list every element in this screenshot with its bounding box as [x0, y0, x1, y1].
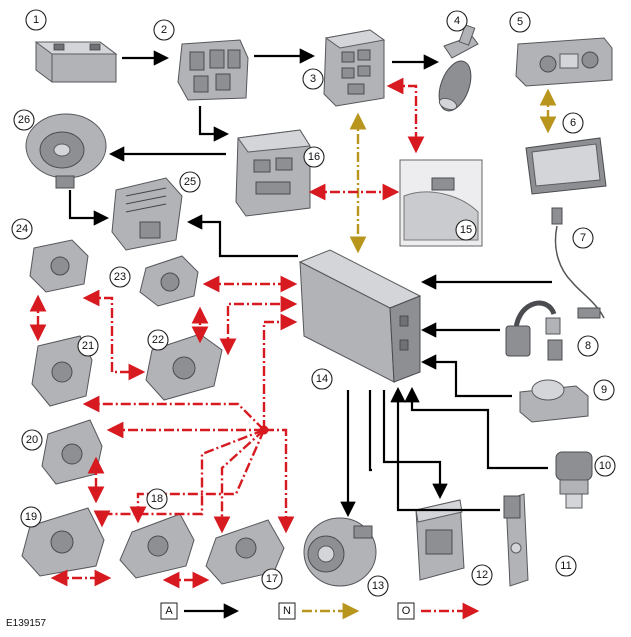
- callout-4: 4: [446, 10, 468, 32]
- callout-20: 20: [21, 429, 43, 451]
- sensor: [503, 493, 529, 587]
- callout-6: 6: [562, 112, 584, 134]
- actuator-motor: [31, 335, 93, 407]
- callout-3: 3: [302, 68, 324, 90]
- blower-control-module: [111, 177, 183, 251]
- svg-text:15: 15: [460, 224, 472, 236]
- blower-motor: [25, 113, 107, 189]
- callout-21: 21: [77, 335, 99, 357]
- callout-1: 1: [25, 9, 47, 31]
- callout-26: 26: [13, 109, 35, 131]
- svg-text:18: 18: [151, 493, 163, 505]
- pressure-sensor: [555, 451, 593, 509]
- svg-text:1: 1: [33, 14, 39, 26]
- callout-8: 8: [577, 335, 599, 357]
- climate-control-panel: [515, 37, 613, 87]
- callout-19: 19: [20, 506, 42, 528]
- control-module: [235, 129, 311, 217]
- actuator-motor: [29, 239, 89, 293]
- legend-key-n: N: [278, 602, 296, 620]
- can-bus-links: [349, 88, 557, 254]
- svg-text:24: 24: [16, 223, 28, 235]
- svg-text:9: 9: [601, 384, 607, 396]
- svg-text:A: A: [165, 605, 173, 617]
- lin-bus-links: [29, 77, 425, 589]
- svg-text:O: O: [402, 605, 411, 617]
- svg-text:26: 26: [18, 114, 30, 126]
- actuator-motor: [41, 419, 103, 485]
- callout-16: 16: [303, 146, 325, 168]
- callout-7: 7: [572, 227, 594, 249]
- central-junction-box: [323, 29, 386, 107]
- callout-2: 2: [153, 19, 175, 41]
- actuator-motor: [139, 255, 199, 307]
- auxiliary-coolant-pump: [438, 24, 479, 112]
- legend-key-a: A: [160, 602, 178, 620]
- actuator-motor: [119, 513, 195, 579]
- svg-text:2: 2: [161, 24, 167, 36]
- svg-text:13: 13: [372, 580, 384, 592]
- svg-text:14: 14: [316, 373, 328, 385]
- svg-text:3: 3: [310, 73, 316, 85]
- svg-text:12: 12: [476, 569, 488, 581]
- sensor: [505, 300, 563, 361]
- callout-22: 22: [147, 329, 169, 351]
- legend-key-o: O: [397, 602, 415, 620]
- callout-9: 9: [593, 379, 615, 401]
- junction-node: [259, 425, 269, 435]
- svg-text:11: 11: [560, 560, 571, 572]
- svg-text:17: 17: [266, 573, 278, 585]
- callout-23: 23: [109, 266, 131, 288]
- temperature-sensor: [551, 207, 605, 319]
- svg-text:25: 25: [184, 176, 196, 188]
- battery: [34, 41, 118, 83]
- svg-text:21: 21: [82, 340, 94, 352]
- actuator: [415, 499, 465, 581]
- callout-17: 17: [261, 568, 283, 590]
- svg-text:22: 22: [152, 334, 164, 346]
- figure-id: E139157: [6, 618, 46, 629]
- svg-text:7: 7: [580, 232, 586, 244]
- callout-15: 15: [455, 219, 477, 241]
- svg-text:16: 16: [308, 151, 320, 163]
- svg-text:20: 20: [26, 434, 38, 446]
- callout-11: 11: [555, 555, 577, 577]
- svg-text:8: 8: [585, 340, 591, 352]
- callout-18: 18: [146, 488, 168, 510]
- fuse-box: [177, 39, 249, 101]
- svg-text:N: N: [283, 605, 291, 617]
- sensor-module: [519, 379, 589, 423]
- hardwired-links: [68, 48, 552, 518]
- callout-12: 12: [471, 564, 493, 586]
- callout-14: 14: [311, 368, 333, 390]
- callout-5: 5: [509, 11, 531, 33]
- display-unit: [525, 137, 607, 195]
- callout-13: 13: [367, 575, 389, 597]
- legend: A N O: [160, 602, 480, 620]
- callout-25: 25: [179, 171, 201, 193]
- callout-10: 10: [594, 455, 616, 477]
- svg-text:5: 5: [517, 16, 523, 28]
- actuator-motor: [145, 333, 223, 401]
- actuator-motor: [21, 507, 105, 577]
- svg-text:19: 19: [25, 511, 37, 523]
- svg-text:10: 10: [599, 460, 611, 472]
- callout-24: 24: [11, 218, 33, 240]
- svg-text:6: 6: [570, 117, 576, 129]
- svg-text:23: 23: [114, 271, 126, 283]
- svg-text:4: 4: [454, 15, 460, 27]
- climate-control-module: [298, 249, 422, 383]
- ac-compressor: [303, 517, 377, 587]
